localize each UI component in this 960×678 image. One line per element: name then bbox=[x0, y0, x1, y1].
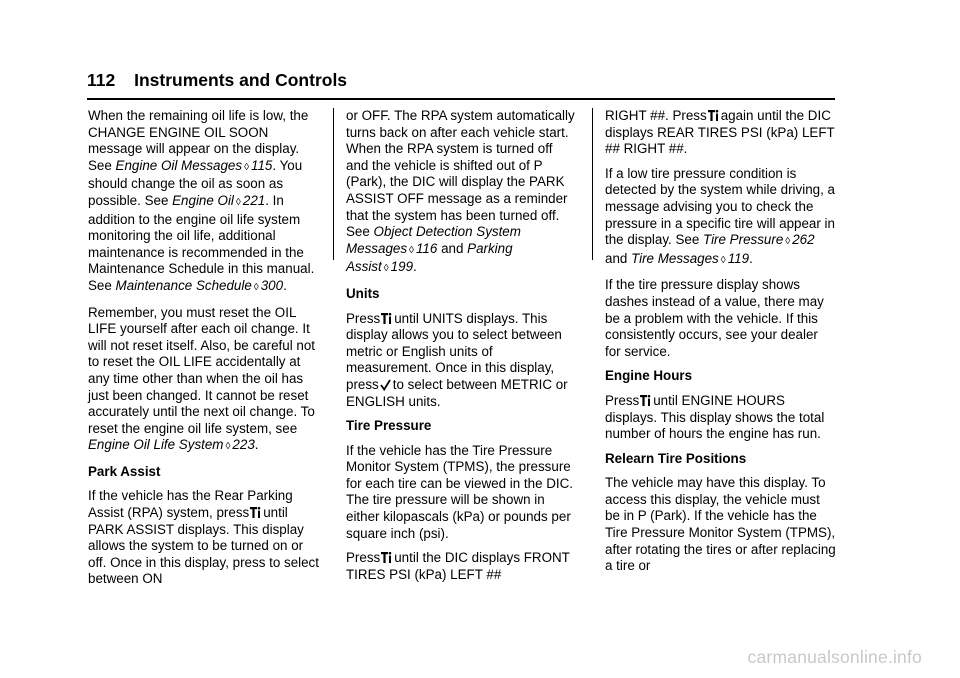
checkmark-icon bbox=[380, 379, 391, 391]
paragraph-dashes: If the tire pressure display shows dashe… bbox=[605, 277, 824, 359]
heading-tire-pressure: Tire Pressure bbox=[346, 418, 432, 434]
link-engine-oil-messages[interactable]: Engine Oil Messages bbox=[115, 157, 243, 173]
paragraph-rpa-off: or OFF. The RPA system automatically tur… bbox=[346, 108, 575, 275]
paragraph-reset-oil-life: Remember, you must reset the OIL LIFE yo… bbox=[88, 304, 316, 453]
link-maintenance-schedule[interactable]: Maintenance Schedule bbox=[115, 277, 252, 293]
page-ref-116[interactable]: 116 bbox=[415, 240, 438, 256]
vehicle-info-button-icon bbox=[381, 312, 392, 324]
heading-relearn-tire-positions: Relearn Tire Positions bbox=[605, 450, 747, 466]
column-1: When the remaining oil life is low, the … bbox=[88, 108, 320, 596]
page-ref-300[interactable]: 300 bbox=[260, 277, 284, 293]
page-ref-262[interactable]: 262 bbox=[792, 232, 815, 248]
page-ref-arrow-icon: ◊ bbox=[383, 263, 389, 275]
link-parking-assist[interactable]: Parking Assist bbox=[346, 240, 513, 275]
paragraph-relearn: The vehicle may have this display. To ac… bbox=[605, 475, 836, 574]
page-ref-arrow-icon: ◊ bbox=[253, 281, 259, 293]
page-ref-arrow-icon: ◊ bbox=[235, 196, 241, 208]
page-ref-119[interactable]: 119 bbox=[727, 250, 750, 266]
paragraph-low-pressure: If a low tire pressure condition is dete… bbox=[605, 165, 835, 266]
page-ref-arrow-icon: ◊ bbox=[244, 161, 250, 173]
link-engine-oil-life-system[interactable]: Engine Oil Life System bbox=[88, 437, 224, 453]
page-ref-arrow-icon: ◊ bbox=[225, 441, 231, 453]
vehicle-info-button-icon bbox=[640, 394, 651, 406]
vehicle-info-button-icon bbox=[707, 109, 719, 121]
link-tire-pressure[interactable]: Tire Pressure bbox=[703, 232, 784, 248]
heading-engine-hours: Engine Hours bbox=[605, 368, 693, 384]
vehicle-info-button-icon bbox=[250, 506, 261, 519]
paragraph-oil-life-low: When the remaining oil life is low, the … bbox=[88, 108, 315, 293]
column-divider-2 bbox=[592, 108, 593, 260]
page-ref-223[interactable]: 223 bbox=[232, 437, 255, 453]
link-tire-messages[interactable]: Tire Messages bbox=[631, 250, 719, 266]
page-ref-115[interactable]: 115 bbox=[251, 157, 273, 173]
page-ref-arrow-icon: ◊ bbox=[720, 254, 726, 266]
page-ref-199[interactable]: 199 bbox=[390, 259, 414, 275]
column-divider-1 bbox=[333, 108, 334, 260]
page-ref-arrow-icon: ◊ bbox=[785, 236, 791, 248]
heading-units: Units bbox=[346, 285, 380, 301]
paragraph-tpms: If the vehicle has the Tire Pressure Mon… bbox=[346, 442, 574, 541]
page-header: 112 Instruments and Controls bbox=[87, 70, 347, 91]
heading-park-assist: Park Assist bbox=[88, 463, 161, 479]
link-object-detection-messages[interactable]: Object Detection System Messages bbox=[346, 224, 521, 256]
link-engine-oil[interactable]: Engine Oil bbox=[172, 192, 234, 208]
page-number: 112 bbox=[87, 70, 116, 90]
watermark: carmanualsonline.info bbox=[747, 647, 922, 667]
vehicle-info-button-icon bbox=[381, 552, 392, 564]
page-ref-221[interactable]: 221 bbox=[242, 192, 266, 208]
page-ref-arrow-icon: ◊ bbox=[409, 244, 414, 256]
header-rule bbox=[87, 98, 835, 100]
section-title: Instruments and Controls bbox=[134, 70, 348, 90]
column-2: or OFF. The RPA system automatically tur… bbox=[346, 108, 578, 591]
paragraph-park-assist: If the vehicle has the Rear Parking Assi… bbox=[88, 488, 319, 587]
